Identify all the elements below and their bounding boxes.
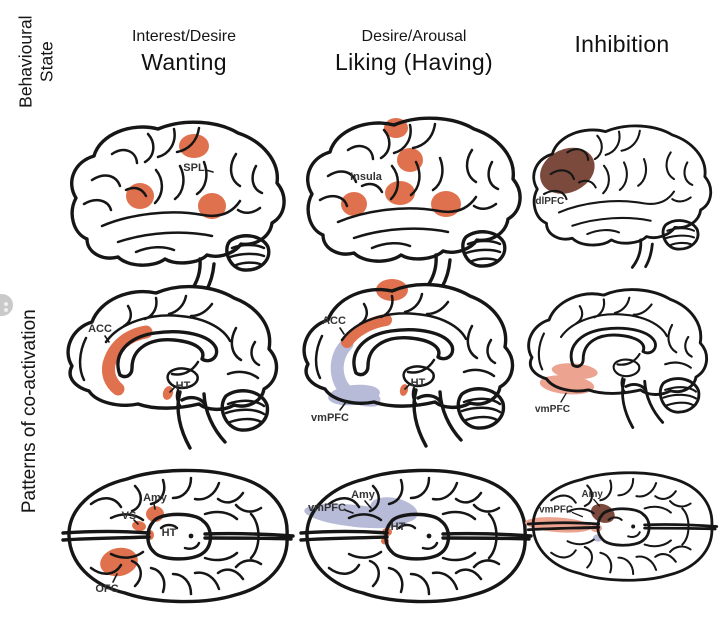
brain-axial-wanting: Amy VS HT OFC <box>61 468 295 604</box>
region-label-insula: Insula <box>350 171 383 183</box>
brain-medial-liking: ACC vmPFC HT <box>302 279 515 448</box>
title-liking: Liking (Having) <box>335 49 493 75</box>
behavioural-state-line2: State <box>36 41 56 83</box>
region-label-vs: VS <box>122 510 137 522</box>
activation-blobs <box>539 363 598 395</box>
region-label-vmpfc: vmPFC <box>311 412 349 424</box>
brain-medial-wanting: ACC HT <box>66 284 279 450</box>
column-header-inhibition: Inhibition <box>522 28 722 58</box>
subtitle-wanting: Interest/Desire <box>131 28 237 45</box>
row-label-behavioural-state: Behavioural State <box>15 7 56 117</box>
region-label-ht: HT <box>391 521 406 533</box>
region-label-ht: HT <box>176 380 191 392</box>
activation-blobs <box>126 134 226 219</box>
region-label-amy: Amy <box>351 489 376 501</box>
brain-lateral-inhibition: dlPFC <box>532 124 713 269</box>
region-label-spl: SPL <box>183 162 205 174</box>
brain-lateral-wanting: SPL <box>69 120 286 294</box>
region-label-vmpfc: vmPFC <box>308 502 346 514</box>
region-label-amy: Amy <box>582 489 604 500</box>
brain-axial-inhibition: Amy vmPFC <box>525 471 719 582</box>
patterns-label: Patterns of co-activation <box>18 309 40 514</box>
edge-widget[interactable] <box>0 294 13 316</box>
brain-lateral-liking: Insula <box>305 116 522 290</box>
region-label-dlpfc: dlPFC <box>535 196 564 207</box>
region-label-amy: Amy <box>143 492 168 504</box>
row-label-patterns: Patterns of co-activation <box>19 271 41 551</box>
region-label-ofc: OFC <box>95 583 118 595</box>
region-label-ht: HT <box>162 527 177 539</box>
column-header-liking: Desire/Arousal Liking (Having) <box>314 28 514 76</box>
region-label-acc: ACC <box>88 323 112 335</box>
column-header-wanting: Interest/Desire Wanting <box>84 28 284 76</box>
region-label-ht: HT <box>411 377 426 389</box>
title-inhibition: Inhibition <box>574 31 670 57</box>
region-label-vmpfc: vmPFC <box>535 404 571 415</box>
activation-blobs <box>102 325 174 400</box>
subtitle-liking: Desire/Arousal <box>361 28 467 45</box>
region-label-vmpfc: vmPFC <box>539 505 573 516</box>
behavioural-state-line1: Behavioural <box>15 15 36 108</box>
region-label-acc: ACC <box>322 315 346 327</box>
brain-medial-inhibition: vmPFC <box>527 288 709 429</box>
title-wanting: Wanting <box>141 49 227 75</box>
brain-axial-liking: Amy vmPFC HT <box>299 468 533 604</box>
